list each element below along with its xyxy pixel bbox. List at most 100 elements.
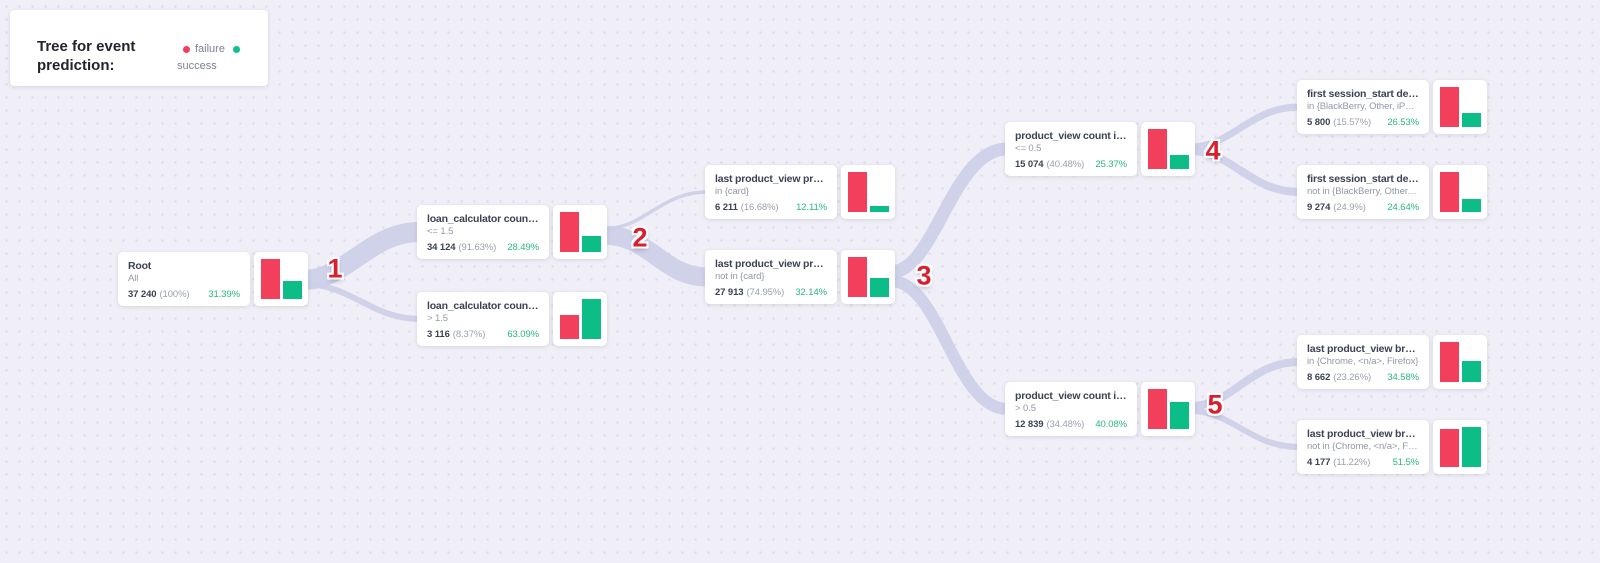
node-card[interactable]: last product_view bro... not in {Chrome,… — [1297, 420, 1429, 474]
node-title: loan_calculator count i... — [427, 300, 539, 312]
failure-bar — [260, 259, 280, 299]
node-success-rate: 63.09% — [507, 329, 539, 340]
branch-number-2: 2 — [632, 222, 648, 253]
node-card[interactable]: product_view count in... <= 0.5 15 074 (… — [1005, 122, 1137, 176]
node-title: product_view count in... — [1015, 130, 1127, 142]
node-title: product_view count in... — [1015, 390, 1127, 402]
node-card[interactable]: product_view count in... > 0.5 12 839 (3… — [1005, 382, 1137, 436]
node-condition: <= 1.5 — [427, 226, 454, 237]
tree-node-loan-calculator-gt[interactable]: loan_calculator count i... > 1.5 3 116 (… — [417, 292, 607, 346]
node-success-rate: 40.08% — [1095, 419, 1127, 430]
node-success-rate: 24.64% — [1387, 202, 1419, 213]
failure-bar — [1147, 129, 1167, 169]
node-bar-chart — [841, 165, 895, 219]
node-card[interactable]: last product_view pro... in {card} 6 211… — [705, 165, 837, 219]
node-condition: not in {Chrome, <n/a>, Firefox} — [1307, 441, 1419, 452]
tree-node-product-view-count-gt[interactable]: product_view count in... > 0.5 12 839 (3… — [1005, 382, 1195, 436]
tree-edge — [1190, 147, 1300, 196]
node-card[interactable]: first session_start devi... in {BlackBer… — [1297, 80, 1429, 134]
node-share: (15.57%) — [1333, 117, 1372, 128]
node-title: loan_calculator count i... — [427, 213, 539, 225]
node-card[interactable]: loan_calculator count i... > 1.5 3 116 (… — [417, 292, 549, 346]
branch-number-4: 4 — [1205, 135, 1221, 166]
node-condition: in {BlackBerry, Other, iPad, Wi... — [1307, 101, 1419, 112]
tree-edge — [602, 190, 708, 231]
node-count: 6 211 — [715, 202, 738, 213]
node-success-rate: 32.14% — [795, 287, 827, 298]
failure-legend-label: failure — [195, 43, 225, 55]
tree-node-product-view-browser-not-in[interactable]: last product_view bro... not in {Chrome,… — [1297, 420, 1487, 474]
tree-edge — [303, 222, 420, 290]
failure-bar — [1439, 87, 1459, 127]
success-bar — [1461, 198, 1481, 212]
node-bar-chart — [1433, 80, 1487, 134]
node-bar-chart — [254, 252, 308, 306]
node-count: 34 124 — [427, 242, 456, 253]
node-share: (16.68%) — [740, 202, 779, 213]
node-count: 9 274 — [1307, 202, 1331, 213]
node-count: 12 839 — [1015, 419, 1044, 430]
node-bar-chart — [553, 205, 607, 259]
node-condition: > 1.5 — [427, 313, 448, 324]
node-share: (24.9%) — [1333, 202, 1366, 213]
node-card[interactable]: last product_view pro... not in {card} 2… — [705, 250, 837, 304]
legend-card: Tree for event prediction: failure succe… — [10, 10, 268, 86]
node-share: (100%) — [159, 289, 190, 300]
tree-node-loan-calculator-le[interactable]: loan_calculator count i... <= 1.5 34 124… — [417, 205, 607, 259]
node-title: last product_view pro... — [715, 258, 827, 270]
tree-node-product-view-not-in-card[interactable]: last product_view pro... not in {card} 2… — [705, 250, 895, 304]
node-title: Root — [128, 260, 152, 272]
failure-bar — [847, 172, 867, 212]
node-card[interactable]: Root All 37 240 (100%) 31.39% — [118, 252, 250, 306]
failure-bar — [1439, 172, 1459, 212]
node-title: first session_start devi... — [1307, 173, 1419, 185]
node-condition: > 0.5 — [1015, 403, 1036, 414]
node-card[interactable]: loan_calculator count i... <= 1.5 34 124… — [417, 205, 549, 259]
tree-edge — [602, 225, 708, 287]
node-condition: <= 0.5 — [1015, 143, 1042, 154]
node-bar-chart — [1433, 335, 1487, 389]
node-count: 5 800 — [1307, 117, 1331, 128]
tree-edge — [890, 275, 1008, 415]
node-success-rate: 25.37% — [1095, 159, 1127, 170]
tree-edge — [889, 142, 1008, 279]
node-count: 37 240 — [128, 289, 157, 300]
node-condition: not in {BlackBerry, Other, iPad... — [1307, 186, 1419, 197]
node-title: last product_view bro... — [1307, 428, 1419, 440]
tree-node-product-view-browser-in[interactable]: last product_view bro... in {Chrome, <n/… — [1297, 335, 1487, 389]
node-condition: All — [128, 273, 139, 284]
node-card[interactable]: last product_view bro... in {Chrome, <n/… — [1297, 335, 1429, 389]
tree-node-session-start-devices-not-in[interactable]: first session_start devi... not in {Blac… — [1297, 165, 1487, 219]
node-success-rate: 28.49% — [507, 242, 539, 253]
node-bar-chart — [1141, 122, 1195, 176]
node-success-rate: 34.58% — [1387, 372, 1419, 383]
success-bar — [581, 299, 601, 339]
node-success-rate: 26.53% — [1387, 117, 1419, 128]
node-count: 3 116 — [427, 329, 450, 340]
tree-node-root[interactable]: Root All 37 240 (100%) 31.39% — [118, 252, 308, 306]
node-share: (23.26%) — [1333, 372, 1372, 383]
failure-bar — [559, 212, 579, 252]
node-card[interactable]: first session_start devi... not in {Blac… — [1297, 165, 1429, 219]
node-condition: in {card} — [715, 186, 749, 197]
tree-edge — [1190, 408, 1300, 450]
success-bar — [282, 280, 302, 299]
node-success-rate: 12.11% — [796, 202, 827, 213]
tree-node-product-view-in-card[interactable]: last product_view pro... in {card} 6 211… — [705, 165, 895, 219]
tree-title: Tree for event prediction: — [37, 38, 136, 74]
failure-bar — [559, 315, 579, 339]
node-title: last product_view pro... — [715, 173, 827, 185]
node-count: 15 074 — [1015, 159, 1044, 170]
failure-bar — [1439, 429, 1459, 467]
node-share: (40.48%) — [1046, 159, 1085, 170]
tree-node-session-start-devices-in[interactable]: first session_start devi... in {BlackBer… — [1297, 80, 1487, 134]
tree-edge — [1190, 103, 1300, 151]
node-success-rate: 31.39% — [208, 289, 240, 300]
node-count: 4 177 — [1307, 457, 1331, 468]
success-bar — [1461, 427, 1481, 467]
node-title: last product_view bro... — [1307, 343, 1419, 355]
success-bar — [581, 236, 601, 252]
tree-node-product-view-count-le[interactable]: product_view count in... <= 0.5 15 074 (… — [1005, 122, 1195, 176]
node-bar-chart — [1433, 165, 1487, 219]
success-bar — [1169, 402, 1189, 429]
